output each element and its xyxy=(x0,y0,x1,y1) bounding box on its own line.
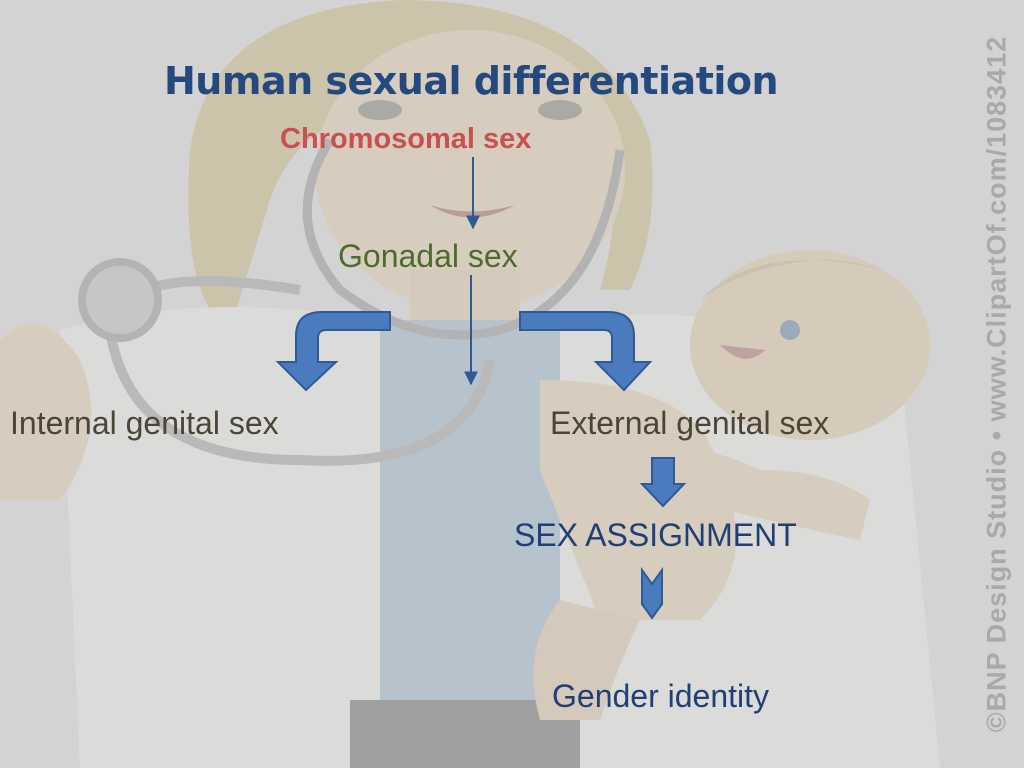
node-gonadal-sex: Gonadal sex xyxy=(338,238,518,274)
down-arrow-to-assignment xyxy=(639,457,687,508)
curved-arrow-right xyxy=(519,311,653,392)
curved-arrow-left xyxy=(275,311,391,392)
node-internal-genital-sex: Internal genital sex xyxy=(10,405,279,441)
chevron-arrow-to-gender xyxy=(641,566,663,620)
node-sex-assignment: SEX ASSIGNMENT xyxy=(514,517,797,553)
node-gender-identity: Gender identity xyxy=(552,678,770,714)
node-external-genital-sex: External genital sex xyxy=(550,405,830,441)
node-chromosomal-sex: Chromosomal sex xyxy=(280,123,532,155)
watermark: ©BNP Design Studio • www.ClipartOf.com/1… xyxy=(981,35,1012,733)
slide-title: Human sexual differentiation xyxy=(164,59,779,103)
